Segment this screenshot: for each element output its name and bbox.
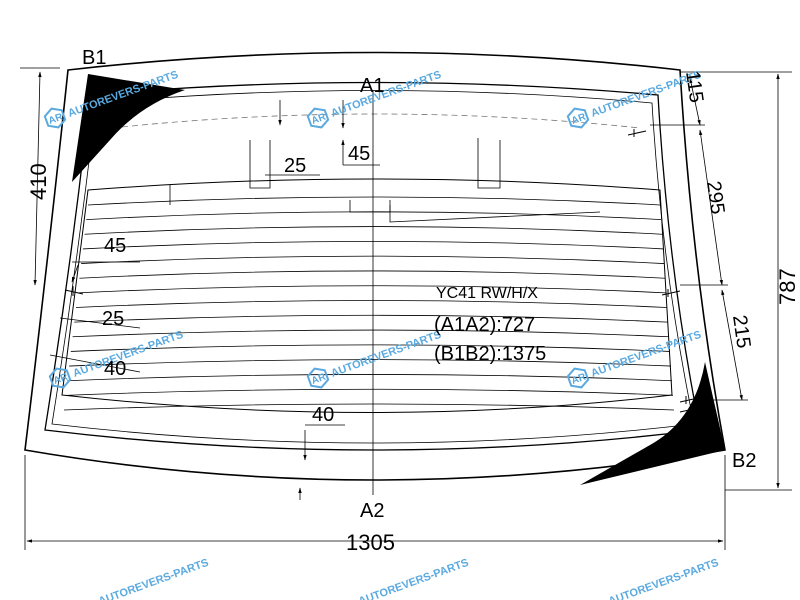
watermark-logo-2: AR AUTOREVERS-PARTS bbox=[306, 69, 443, 129]
heater-line bbox=[81, 255, 665, 264]
point-label-a2: A2 bbox=[360, 500, 384, 522]
watermark-bottom-2: AUTOREVERS-PARTS bbox=[357, 557, 470, 600]
dim-left-45-label: 45 bbox=[104, 235, 126, 257]
dim-right-115-label: 115 bbox=[681, 70, 707, 105]
a1a2-length-label: (A1A2):727 bbox=[434, 314, 535, 336]
sensor-area bbox=[169, 138, 601, 223]
svg-text:AR: AR bbox=[52, 371, 70, 387]
watermark-logo-5: AR AUTOREVERS-PARTS bbox=[306, 329, 443, 389]
heater-line bbox=[67, 374, 673, 382]
heater-line bbox=[63, 403, 675, 411]
svg-text:AUTOREVERS-PARTS: AUTOREVERS-PARTS bbox=[329, 329, 442, 380]
svg-text:AR: AR bbox=[310, 371, 328, 387]
dim-right-215-label: 215 bbox=[728, 314, 754, 350]
heater-line bbox=[82, 240, 664, 250]
watermark-bottom-3: AUTOREVERS-PARTS bbox=[607, 557, 720, 600]
heater-line bbox=[77, 285, 667, 294]
point-label-a1: A1 bbox=[360, 75, 384, 97]
heater-line bbox=[84, 226, 663, 235]
dim-center-25-label: 25 bbox=[284, 155, 306, 177]
heater-line bbox=[75, 300, 668, 308]
dim-right-295-label: 295 bbox=[702, 180, 728, 216]
dim-left-25-label: 25 bbox=[102, 308, 124, 330]
dashed-band-line bbox=[111, 113, 641, 129]
heater-line bbox=[69, 359, 672, 367]
dim-center-45-label: 45 bbox=[348, 143, 370, 165]
heater-line bbox=[79, 270, 666, 279]
dim-bottom-40-label: 40 bbox=[312, 404, 334, 426]
dim-left-410-label: 410 bbox=[26, 163, 51, 200]
b1b2-length-label: (B1B2):1375 bbox=[434, 343, 546, 365]
dim-left-40-label: 40 bbox=[104, 358, 126, 380]
heater-line bbox=[74, 314, 669, 323]
heater-line bbox=[65, 388, 674, 396]
corner-mark-b2 bbox=[580, 362, 725, 485]
connector-symbols bbox=[64, 129, 699, 413]
dim-height-label: 787 bbox=[775, 268, 800, 305]
watermark-bottom-1: AUTOREVERS-PARTS bbox=[97, 557, 210, 600]
svg-text:AUTOREVERS-PARTS: AUTOREVERS-PARTS bbox=[607, 557, 720, 600]
heater-line bbox=[87, 196, 661, 206]
svg-text:AR: AR bbox=[47, 111, 65, 127]
point-label-b1: B1 bbox=[82, 47, 106, 69]
svg-text:AUTOREVERS-PARTS: AUTOREVERS-PARTS bbox=[329, 69, 442, 120]
watermark-logo-6: AR AUTOREVERS-PARTS bbox=[566, 329, 703, 389]
point-label-b2: B2 bbox=[732, 450, 756, 472]
dimension-lines bbox=[20, 67, 792, 550]
svg-text:AUTOREVERS-PARTS: AUTOREVERS-PARTS bbox=[97, 557, 210, 600]
corner-mark-b1 bbox=[72, 74, 185, 182]
svg-text:AR: AR bbox=[570, 371, 588, 387]
svg-text:AR: AR bbox=[310, 111, 328, 127]
glass-inner-outline bbox=[44, 81, 701, 451]
dim-width-label: 1305 bbox=[346, 530, 395, 555]
svg-text:AR: AR bbox=[570, 111, 588, 127]
part-code-label: YC41 RW/H/X bbox=[436, 285, 538, 302]
svg-text:AUTOREVERS-PARTS: AUTOREVERS-PARTS bbox=[357, 557, 470, 600]
